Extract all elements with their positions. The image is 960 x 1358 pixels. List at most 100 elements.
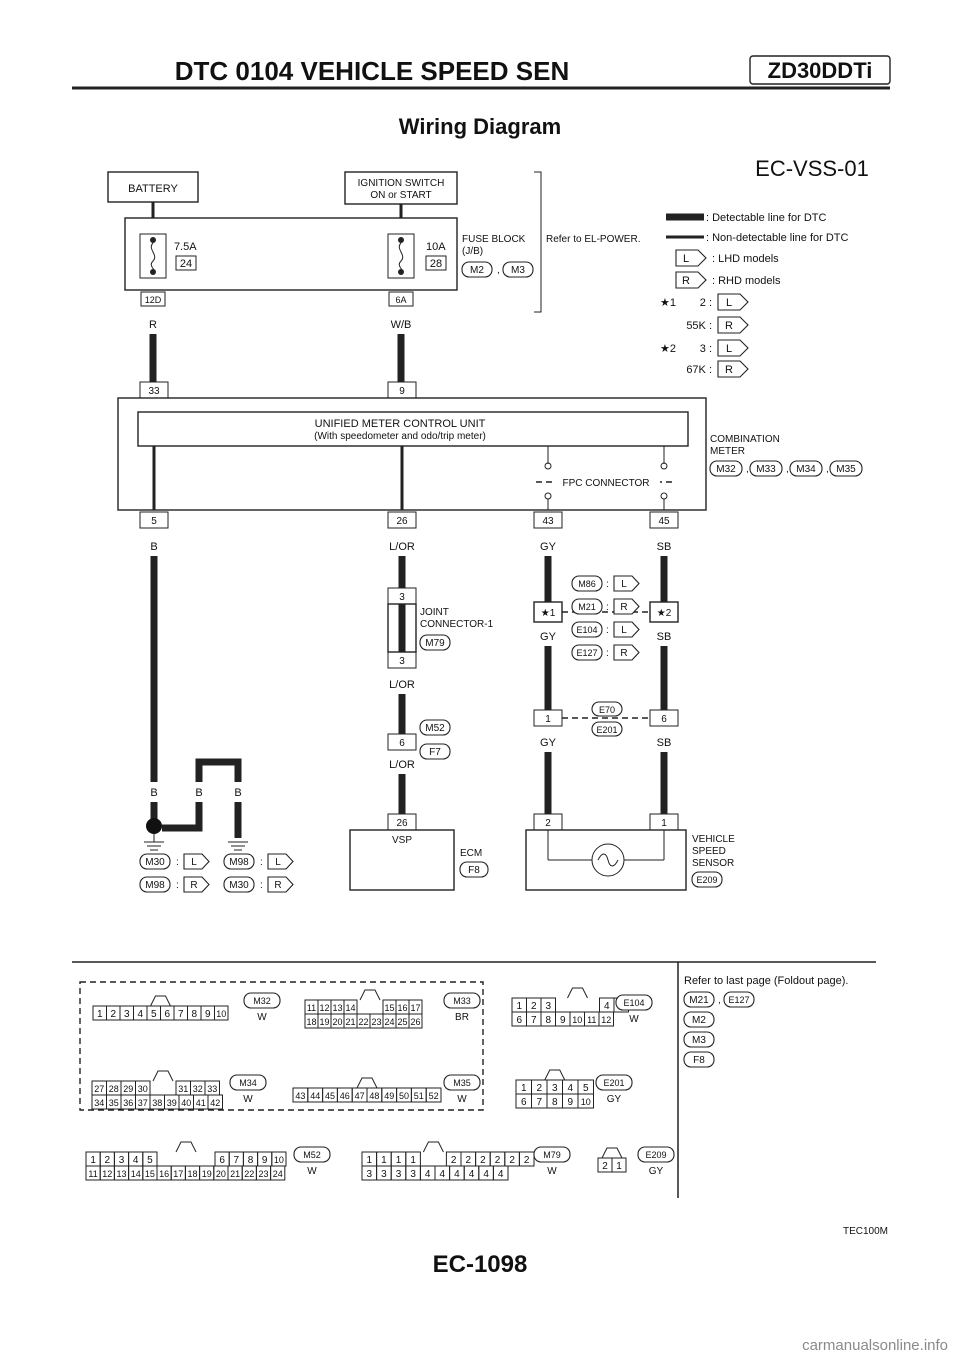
pin-number: 52 bbox=[429, 1091, 439, 1101]
colon: : bbox=[606, 648, 609, 659]
pin-cell bbox=[207, 1094, 223, 1110]
mf-conn-f7: F7 bbox=[429, 747, 441, 758]
pin-number: 3 bbox=[381, 1169, 387, 1180]
pin-number: 42 bbox=[210, 1098, 220, 1108]
wire-color-lor-3: L/OR bbox=[389, 759, 415, 771]
power-section: BATTERY IGNITION SWITCH ON or START 7.5A… bbox=[107, 171, 640, 382]
fuse-2-num: 28 bbox=[430, 258, 442, 270]
pin-number: 43 bbox=[295, 1091, 305, 1101]
combination-meter: 33 9 UNIFIED METER CONTROL UNIT (With sp… bbox=[117, 381, 863, 553]
pin-number: 21 bbox=[345, 1017, 355, 1027]
pin-cell bbox=[408, 1013, 423, 1029]
wire-color-gy: GY bbox=[540, 541, 557, 553]
vss-conn-e209: E209 bbox=[696, 875, 717, 885]
pin-cell bbox=[611, 1157, 627, 1173]
star2-connector bbox=[649, 601, 679, 623]
colon: : bbox=[606, 625, 609, 636]
vss-line2: SPEED bbox=[692, 846, 726, 857]
pin-number: 17 bbox=[410, 1003, 420, 1013]
joint-line2: CONNECTOR-1 bbox=[420, 619, 494, 630]
pin-number: 11 bbox=[307, 1003, 316, 1013]
ground-model-1b: L bbox=[275, 857, 281, 868]
connector-tag bbox=[615, 994, 653, 1011]
pin-number: 45 bbox=[325, 1091, 335, 1101]
comma: , bbox=[786, 464, 789, 475]
pin-number: 33 bbox=[207, 1084, 217, 1094]
vss-box bbox=[525, 829, 687, 891]
mid-conn-4: E127 bbox=[576, 648, 597, 658]
legend-model-2: R bbox=[725, 320, 733, 332]
ground-circuit: B B B M30 : L M98 : L M98 : R M30 : bbox=[139, 556, 294, 893]
foldout-m21: M21 bbox=[689, 995, 709, 1006]
pin-number: 5 bbox=[151, 1009, 157, 1020]
pin-number: 8 bbox=[545, 1015, 551, 1026]
vss-line3: SENSOR bbox=[692, 858, 734, 869]
mid-model-2: R bbox=[620, 602, 627, 613]
fuse-2-amp: 10A bbox=[426, 241, 446, 253]
pin-number: 4 bbox=[425, 1169, 431, 1180]
refer-power: Refer to EL-POWER. bbox=[546, 234, 640, 245]
pin-number: 24 bbox=[273, 1169, 283, 1179]
mid-conn-1: M86 bbox=[578, 579, 596, 589]
pin-number: 24 bbox=[384, 1017, 394, 1027]
fuse-block-box bbox=[124, 217, 458, 291]
diagram-title: Wiring Diagram bbox=[399, 114, 561, 139]
fuse-block-conn-2: M3 bbox=[511, 265, 525, 276]
pin-number: 7 bbox=[178, 1009, 184, 1020]
ac-sensor-icon bbox=[591, 843, 625, 877]
pin-number: 1 bbox=[516, 1001, 522, 1012]
diagram-code: EC-VSS-01 bbox=[755, 156, 869, 181]
ignition-line1: IGNITION SWITCH bbox=[358, 178, 445, 189]
locking-tab-icon bbox=[567, 987, 588, 999]
pin-number: 15 bbox=[145, 1169, 155, 1179]
ground-conn-1b: M98 bbox=[229, 857, 249, 868]
ground-icon-1 bbox=[144, 841, 164, 851]
e-pin-1: 1 bbox=[545, 714, 551, 725]
connector-color: W bbox=[457, 1094, 467, 1105]
pin-number: 31 bbox=[178, 1084, 188, 1094]
foldout-panel: Refer to last page (Foldout page). M21 ,… bbox=[683, 975, 848, 1068]
connector-color: GY bbox=[649, 1166, 664, 1177]
pin-number: 13 bbox=[332, 1003, 342, 1013]
joint-line1: JOINT bbox=[420, 607, 449, 618]
joint-conn-m79: M79 bbox=[425, 638, 445, 649]
colon: : bbox=[176, 880, 179, 891]
pin-number: 51 bbox=[414, 1091, 424, 1101]
ground-model-2a: R bbox=[190, 880, 197, 891]
pin-number: 18 bbox=[306, 1017, 316, 1027]
pin-number: 1 bbox=[90, 1155, 96, 1166]
legend-model-1: L bbox=[726, 297, 732, 309]
pin-number: 7 bbox=[234, 1155, 240, 1166]
fuse-1-amp: 7.5A bbox=[174, 241, 197, 253]
pin-number: 4 bbox=[498, 1169, 504, 1180]
comb-conn-m34: M34 bbox=[796, 464, 816, 475]
pin-number: 6 bbox=[516, 1015, 522, 1026]
wire-color-gy-3: GY bbox=[540, 737, 557, 749]
pin-number: 8 bbox=[552, 1097, 558, 1108]
pin-number: 6 bbox=[521, 1097, 527, 1108]
pin-cell bbox=[214, 1005, 229, 1021]
mf-conn-m52: M52 bbox=[425, 723, 445, 734]
pin-number: 3 bbox=[410, 1169, 416, 1180]
e-pin-6: 6 bbox=[661, 714, 667, 725]
pin-number: 36 bbox=[123, 1098, 133, 1108]
engine-badge: ZD30DDTi bbox=[768, 58, 873, 83]
connector-color: W bbox=[547, 1166, 557, 1177]
fuse-1-num: 24 bbox=[180, 258, 192, 270]
colon: : bbox=[606, 602, 609, 613]
connector-color: W bbox=[257, 1012, 267, 1023]
vss-circuit: ★1 ★2 GY SB M86 : L M21 : R E104 : L E12… bbox=[525, 556, 735, 891]
e-conn-e201: E201 bbox=[596, 725, 617, 735]
pin-number: 10 bbox=[274, 1155, 284, 1165]
pin-number: 10 bbox=[572, 1015, 582, 1025]
legend-detectable: : Detectable line for DTC bbox=[706, 212, 826, 224]
legend-lhd-box: L bbox=[683, 253, 689, 265]
pin-number: 12 bbox=[319, 1003, 329, 1013]
pin-number: 15 bbox=[384, 1003, 394, 1013]
comb-meter-line1: COMBINATION bbox=[710, 434, 780, 445]
pin-number: 7 bbox=[531, 1015, 537, 1026]
legend-model-tag-3 bbox=[717, 339, 749, 357]
pin-number: 2 bbox=[451, 1155, 457, 1166]
pin-number: 21 bbox=[230, 1169, 240, 1179]
vss-pin-2: 2 bbox=[545, 818, 551, 829]
